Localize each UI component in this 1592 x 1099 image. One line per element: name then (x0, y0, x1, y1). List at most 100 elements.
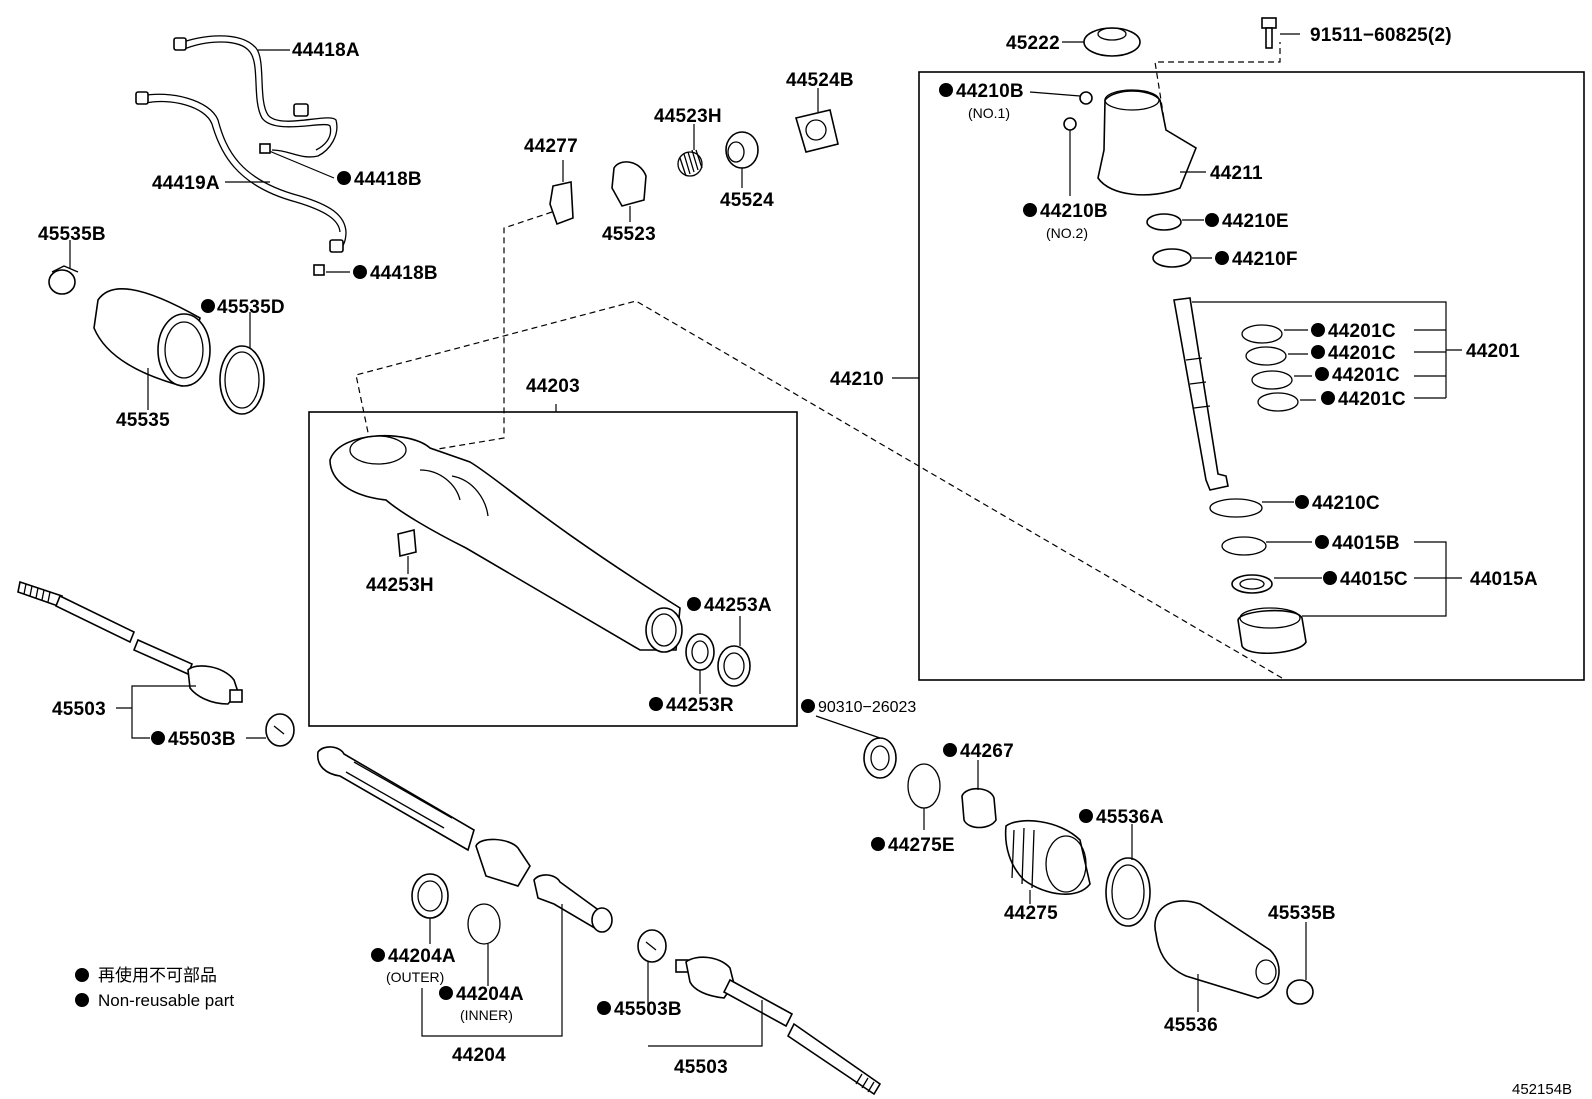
bracket-45503-bottom (648, 1000, 763, 1047)
label-44203: 44203 (526, 376, 580, 397)
label-45535D: 45535D (217, 297, 285, 318)
label-44418B-2: 44418B (370, 263, 438, 284)
bracket-44015A (1302, 541, 1462, 617)
label-44015B: 44015B (1332, 533, 1400, 554)
label-45535: 45535 (116, 410, 170, 431)
label-44253R: 44253R (666, 695, 734, 716)
label-44524B: 44524B (786, 70, 854, 91)
label-44275E: 44275E (888, 835, 955, 856)
o-ring-44275E (907, 763, 941, 809)
label-44210B-1-note: (NO.1) (968, 105, 1010, 121)
label-44523H: 44523H (654, 106, 722, 127)
label-44275: 44275 (1004, 903, 1058, 924)
seal-ring-44201C-4 (1257, 392, 1299, 412)
label-45503-bottom: 45503 (674, 1057, 728, 1078)
bearing-44015A (1237, 607, 1307, 655)
nut-90310 (863, 737, 897, 779)
label-45503-left: 45503 (52, 699, 106, 720)
gear-housing-44203 (329, 434, 683, 653)
label-44267: 44267 (960, 741, 1014, 762)
label-44210B-2-note: (NO.2) (1046, 225, 1088, 241)
seal-44253A (717, 645, 751, 687)
seal-44253R (685, 633, 715, 671)
clamp-45535B-bottom (1286, 979, 1314, 1005)
boot-45535 (93, 288, 211, 387)
leader-90310 (815, 715, 881, 739)
plug-44210B-1-icon (1079, 91, 1093, 105)
tie-rod-45503-left (17, 580, 243, 705)
label-44210F: 44210F (1232, 249, 1298, 270)
label-44210C: 44210C (1312, 493, 1380, 514)
bracket-44204 (421, 904, 563, 1037)
pressure-tube-44419A (135, 91, 347, 253)
label-44253H: 44253H (366, 575, 434, 596)
label-45535B-bottom: 45535B (1268, 903, 1336, 924)
label-44201: 44201 (1466, 341, 1520, 362)
pressure-tube-44418A (173, 35, 338, 158)
label-44201C-3: 44201C (1332, 365, 1400, 386)
spring-cap-45524 (725, 131, 759, 169)
label-45503B-bottom: 45503B (614, 999, 682, 1020)
legend-english-text: Non-reusable part (98, 991, 234, 1010)
label-44253A: 44253A (704, 595, 772, 616)
label-45524: 45524 (720, 190, 774, 211)
cap-45503B-bottom (637, 929, 667, 963)
diagram-reference-code: 452154B (1512, 1081, 1572, 1098)
label-44418B-1: 44418B (354, 169, 422, 190)
label-44204A-outer: 44204A (388, 946, 456, 967)
label-44201C-1: 44201C (1328, 321, 1396, 342)
bracket-45503-left (116, 685, 196, 739)
label-90310: 90310−26023 (818, 699, 916, 716)
label-91511: 91511−60825(2) (1310, 25, 1452, 46)
boot-45536 (1154, 900, 1280, 999)
label-44204A-inner: 44204A (456, 984, 524, 1005)
union-bolt-icon (313, 264, 325, 276)
label-44210B-2: 44210B (1040, 201, 1108, 222)
label-44418A: 44418A (292, 40, 360, 61)
leader-44210B-1 (1029, 91, 1081, 97)
bolt-guide-dashed-line (1154, 42, 1281, 139)
tie-rod-45503-bottom (675, 956, 882, 1096)
seal-44204A-outer (411, 873, 449, 919)
label-44210E: 44210E (1222, 211, 1289, 232)
clamp-45536A (1105, 857, 1151, 927)
label-44201C-2: 44201C (1328, 343, 1396, 364)
control-valve-box (918, 71, 1585, 681)
label-44204A-inner-note: (INNER) (460, 1007, 513, 1023)
clamp-45535B-top (48, 265, 79, 295)
label-44015C: 44015C (1340, 569, 1408, 590)
cover-45222 (1083, 27, 1141, 57)
legend-japanese-text: 再使用不可部品 (98, 965, 217, 985)
leaders-44201C (1284, 329, 1316, 401)
label-44015A: 44015A (1470, 569, 1538, 590)
lock-nut-44524B (794, 109, 839, 153)
label-45503B-left: 45503B (168, 729, 236, 750)
label-45222: 45222 (1006, 33, 1060, 54)
rack-guide-dashed-line (419, 211, 553, 453)
valve-shaft-44201 (1173, 297, 1229, 491)
label-45535B-top: 45535B (38, 224, 106, 245)
spring-44523H (677, 149, 703, 177)
label-44204: 44204 (452, 1045, 506, 1066)
bushing-44267 (961, 787, 997, 829)
plug-44210B-2-icon (1063, 117, 1077, 131)
clamp-45535D (219, 345, 265, 415)
label-44277: 44277 (524, 136, 578, 157)
valve-housing-44211 (1097, 89, 1197, 196)
label-44211: 44211 (1210, 163, 1263, 184)
leader-44418B-1 (261, 147, 335, 179)
label-44201C-4: 44201C (1338, 389, 1406, 410)
label-44210: 44210 (830, 369, 884, 390)
seal-44210E (1146, 213, 1182, 231)
label-45523: 45523 (602, 224, 656, 245)
seal-ring-44201C-2 (1245, 346, 1287, 366)
boot-44275 (1004, 820, 1091, 895)
rack-guide-45523 (611, 161, 647, 207)
non-reusable-bullets (75, 83, 1337, 1015)
label-44419A: 44419A (152, 173, 220, 194)
o-ring-44210C (1209, 498, 1263, 518)
rack-44204 (316, 746, 613, 933)
bolt-91511 (1261, 17, 1277, 49)
bushing-44253H (397, 528, 417, 558)
o-ring-44015B (1221, 536, 1267, 556)
